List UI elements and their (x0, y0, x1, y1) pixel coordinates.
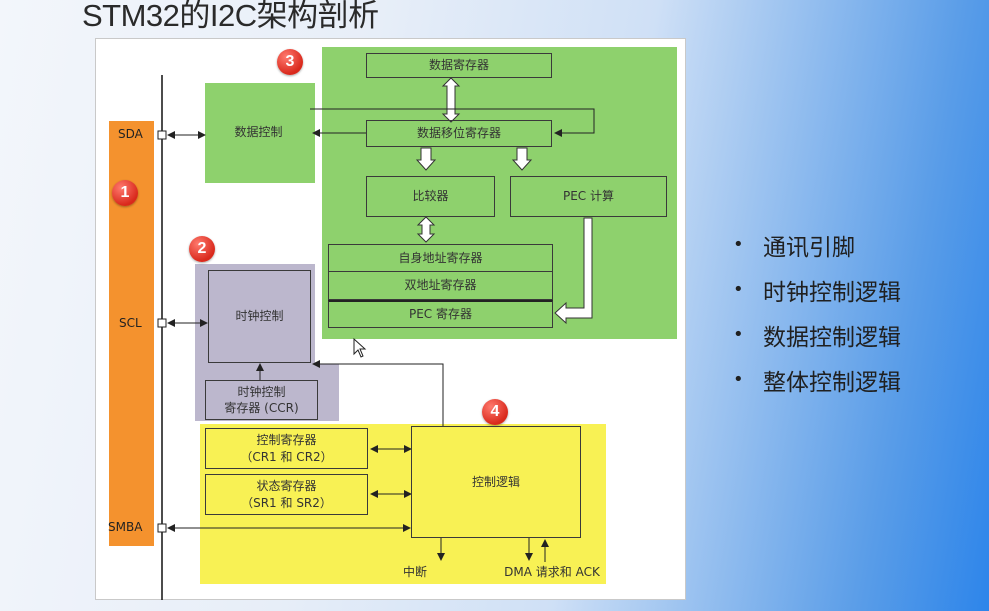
feature-list: • 通讯引脚 • 时钟控制逻辑 • 数据控制逻辑 • 整体控制逻辑 (733, 222, 901, 402)
sr-label-line2: （SR1 和 SR2） (241, 495, 332, 510)
pin-sda: SDA (118, 127, 143, 141)
badge-1: 1 (112, 180, 138, 206)
list-item-label: 数据控制逻辑 (763, 324, 901, 351)
data-control-region (205, 83, 315, 183)
bullet-icon: • (733, 324, 744, 345)
clock-control-register-box: 时钟控制 寄存器 (CCR) (205, 380, 318, 420)
badge-2: 2 (189, 236, 215, 262)
data-region (322, 47, 677, 339)
control-register-box: 控制寄存器 （CR1 和 CR2） (205, 428, 368, 469)
control-logic-box: 控制逻辑 (411, 426, 581, 538)
pec-register-box: PEC 寄存器 (328, 300, 553, 328)
sr-label-line1: 状态寄存器 (256, 479, 317, 494)
own-address-register-box: 自身地址寄存器 (328, 244, 553, 272)
data-control-box: 数据控制 (234, 125, 283, 140)
list-item-label: 时钟控制逻辑 (763, 279, 901, 306)
pin-smba: SMBA (108, 520, 143, 534)
list-item-label: 整体控制逻辑 (763, 369, 901, 396)
bullet-icon: • (733, 234, 744, 255)
page-title: STM32的I2C架构剖析 (82, 0, 379, 33)
interrupt-label: 中断 (402, 564, 427, 579)
status-register-box: 状态寄存器 （SR1 和 SR2） (205, 474, 368, 515)
pin-scl: SCL (119, 316, 142, 330)
list-item: • 整体控制逻辑 (733, 357, 901, 402)
mouse-cursor-icon (353, 337, 367, 358)
list-item: • 通讯引脚 (733, 222, 901, 267)
dual-address-register-box: 双地址寄存器 (328, 272, 553, 300)
list-item-label: 通讯引脚 (763, 234, 855, 261)
clock-control-box: 时钟控制 (208, 270, 311, 363)
badge-4: 4 (482, 399, 508, 425)
clock-region (195, 264, 315, 364)
ccr-label-line2: 寄存器 (CCR) (224, 401, 299, 415)
clock-register-region (195, 364, 339, 421)
list-item: • 时钟控制逻辑 (733, 267, 901, 312)
comparator-box: 比较器 (366, 176, 495, 217)
list-item: • 数据控制逻辑 (733, 312, 901, 357)
cr-label-line2: （CR1 和 CR2） (240, 449, 333, 464)
bullet-icon: • (733, 369, 744, 390)
shift-register-box: 数据移位寄存器 (366, 120, 552, 147)
bullet-icon: • (733, 279, 744, 300)
dma-ack-label: DMA 请求和 ACK (504, 564, 600, 579)
ccr-label-line1: 时钟控制 (237, 384, 286, 399)
pec-calc-box: PEC 计算 (510, 176, 667, 217)
data-register-box: 数据寄存器 (366, 53, 552, 78)
badge-3: 3 (277, 49, 303, 75)
cr-label-line1: 控制寄存器 (256, 433, 317, 448)
